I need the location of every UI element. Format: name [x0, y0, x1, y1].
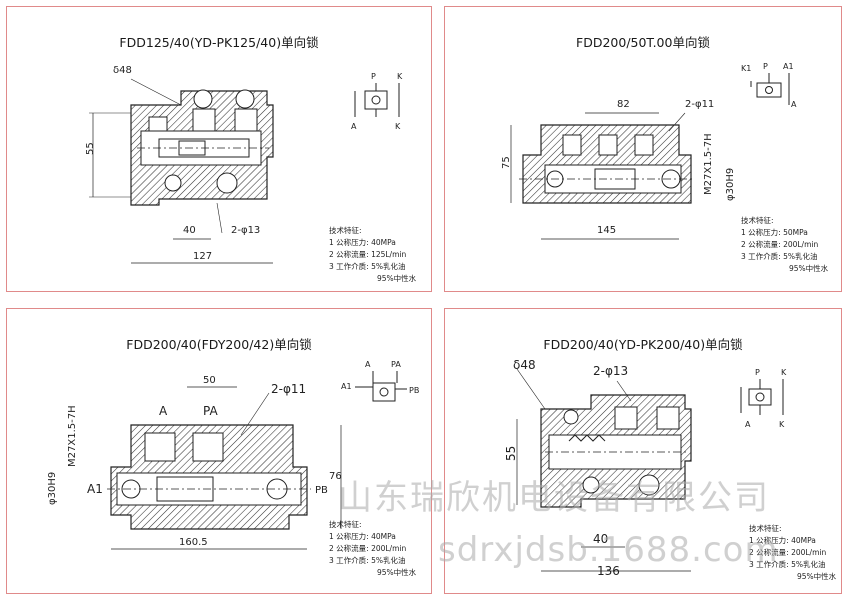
svg-text:A: A	[791, 100, 797, 109]
dim-holes: 2-φ11	[685, 99, 714, 110]
dim-height: 55	[504, 446, 518, 461]
port-pa-label: PA	[203, 404, 218, 418]
dim-holes: 2-φ11	[271, 382, 306, 396]
specs-block: 技术特征: 1 公称压力: 40MPa 2 公称流量: 200L/min 3 工…	[329, 520, 417, 577]
dim-bore: φ30H9	[725, 168, 736, 201]
svg-text:K: K	[397, 72, 403, 81]
dim-width: 160.5	[179, 537, 208, 548]
dim-width-inner: 40	[593, 532, 608, 546]
svg-text:K: K	[779, 420, 785, 429]
hydraulic-symbol: P K A K	[740, 368, 787, 429]
svg-text:P: P	[763, 62, 768, 71]
dim-width-total: 127	[193, 251, 212, 262]
svg-text:PB: PB	[409, 386, 419, 395]
drawing-fdd125: 55 δ48 40 127 2-φ13 P K A K	[85, 65, 403, 264]
svg-text:P: P	[371, 72, 376, 81]
dim-height: 55	[85, 142, 96, 155]
svg-text:A1: A1	[341, 382, 352, 391]
svg-text:A: A	[365, 360, 371, 369]
drawing-fdd200-ydpk: δ48 2-φ13 55 40 136 P K A K	[504, 358, 787, 578]
dim-height: 75	[501, 156, 512, 169]
dim-holes: 2-φ13	[593, 364, 628, 378]
port-pb-label: PB	[315, 485, 328, 496]
dim-delta: δ48	[113, 65, 132, 76]
panel-fdd200-ydpk: FDD200/40(YD-PK200/40)单向锁 δ48 2-φ13 55 4…	[444, 308, 842, 594]
specs-block: 技术特征: 1 公称压力: 50MPa 2 公称流量: 200L/min 3 工…	[741, 216, 829, 273]
svg-text:A: A	[745, 420, 751, 429]
svg-text:A1: A1	[783, 62, 794, 71]
hydraulic-symbol: K1 P A1 A	[741, 62, 797, 109]
panel-fdd200-fdy: FDD200/40(FDY200/42)单向锁 50 2-φ11 A PA M2…	[6, 308, 432, 594]
svg-text:K: K	[781, 368, 787, 377]
dim-top: 50	[203, 375, 216, 386]
svg-text:K: K	[395, 122, 401, 131]
panel-title: FDD200/40(YD-PK200/40)单向锁	[543, 337, 743, 352]
panel-title: FDD200/50T.00单向锁	[576, 35, 710, 50]
drawing-fdd200-fdy: 50 2-φ11 A PA M27X1.5-7H φ30H9 A1 PB 76 …	[47, 360, 419, 550]
panel-fdd125: FDD125/40(YD-PK125/40)单向锁 55 δ48 40	[6, 6, 432, 292]
specs-block: 技术特征: 1 公称压力: 40MPa 2 公称流量: 200L/min 3 工…	[749, 524, 837, 581]
specs-block: 技术特征: 1 公称压力: 40MPa 2 公称流量: 125L/min 3 工…	[329, 226, 417, 283]
port-a-label: A	[159, 404, 168, 418]
hydraulic-symbol: P K A K	[351, 72, 403, 131]
hydraulic-symbol: A PA A1 PB	[341, 360, 419, 402]
dim-bore: φ30H9	[47, 472, 58, 505]
port-a1-label: A1	[87, 482, 103, 496]
dim-thread: M27X1.5-7H	[703, 133, 714, 195]
dim-holes: 2-φ13	[231, 225, 260, 236]
dim-top: 82	[617, 99, 630, 110]
dim-thread: M27X1.5-7H	[67, 405, 78, 467]
dim-width-total: 136	[597, 564, 620, 578]
panel-fdd200-50t: FDD200/50T.00单向锁 82 2-φ11 75 M27X1.5-7H …	[444, 6, 842, 292]
panel-title: FDD200/40(FDY200/42)单向锁	[126, 337, 312, 352]
drawing-fdd200-50t: 82 2-φ11 75 M27X1.5-7H φ30H9 145 K1 P A1…	[501, 62, 797, 240]
svg-text:PA: PA	[391, 360, 401, 369]
dim-width: 145	[597, 225, 616, 236]
svg-text:K1: K1	[741, 64, 751, 73]
svg-text:P: P	[755, 368, 760, 377]
dim-width-inner: 40	[183, 225, 196, 236]
svg-text:A: A	[351, 122, 357, 131]
port-circle	[193, 89, 213, 109]
dim-height: 76	[329, 471, 342, 482]
dim-delta: δ48	[513, 358, 536, 372]
panel-title: FDD125/40(YD-PK125/40)单向锁	[119, 35, 319, 50]
